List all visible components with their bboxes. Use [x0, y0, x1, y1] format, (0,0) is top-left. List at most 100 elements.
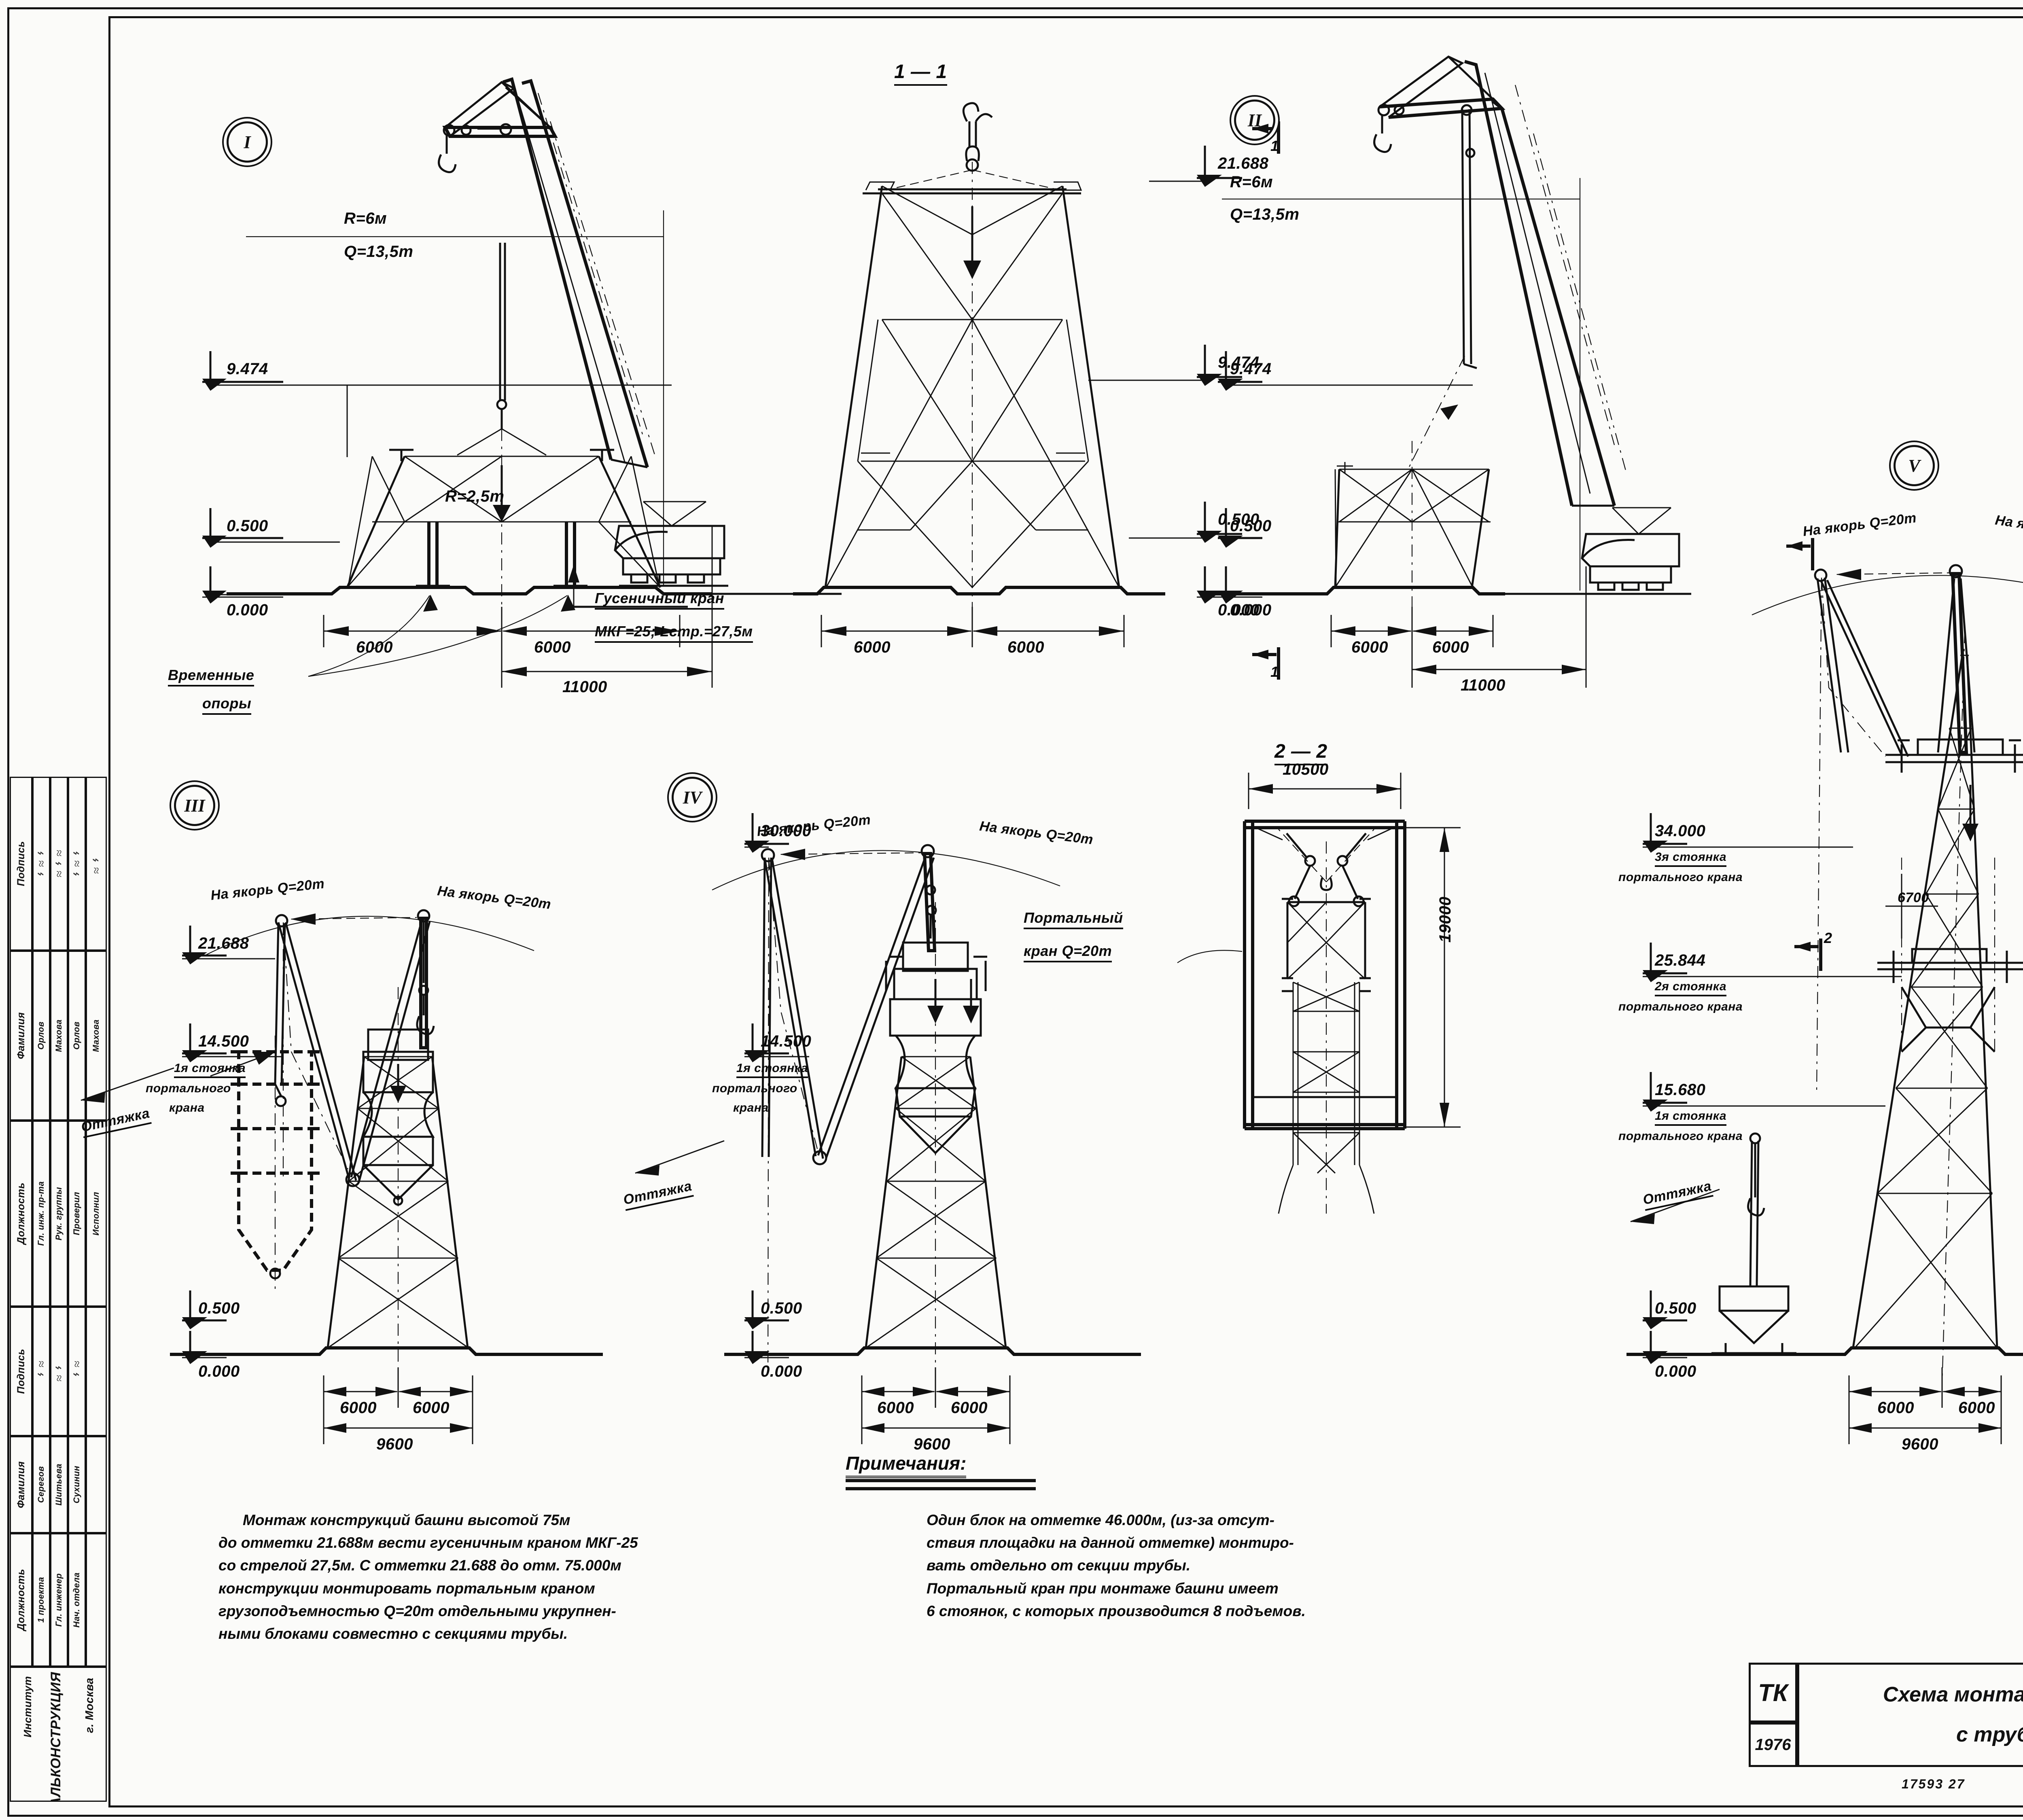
view-V-stand-3-line1: 3я стоянка — [1655, 850, 1727, 867]
view-V-stand-3-line2: портального крана — [1618, 871, 1743, 884]
stamp-signature-cell: ⌁≈⌁ — [32, 777, 50, 951]
stamp-header-chief-eng: Гл. инженер — [50, 1533, 68, 1667]
section-2-2-dim-width: 10500 — [1283, 761, 1329, 778]
stamp-name: Махова — [54, 1019, 64, 1052]
view-I-elev-0000: 0.000 — [227, 601, 268, 619]
stamp-role: Проверил — [72, 1192, 81, 1235]
sheet-frame-outer — [7, 7, 2023, 1817]
title-block-year: 1976 — [1749, 1723, 1797, 1767]
stamp-role-cell-1: Гл. инж. пр-та — [32, 1121, 50, 1307]
section-1-1-dim-6000a: 6000 — [854, 638, 891, 656]
view-IV-dim-6000a: 6000 — [877, 1399, 914, 1417]
stamp-signature-cell: ⌁≈ — [32, 1307, 50, 1436]
title-block-year-text: 1976 — [1755, 1736, 1791, 1754]
view-V-stand-1-line2: портального крана — [1618, 1129, 1743, 1143]
view-V-dim-6000b: 6000 — [1958, 1399, 1995, 1417]
stamp-label-signature-2: Подпись — [15, 1349, 27, 1394]
view-V-elev-0000: 0.000 — [1655, 1362, 1696, 1380]
view-III-dim-6000b: 6000 — [413, 1399, 450, 1417]
view-V-cut-mark: 2 — [1824, 930, 1832, 946]
view-V-elev-15680: 15.680 — [1655, 1081, 1706, 1099]
note-line: Монтаж конструкций башни высотой 75м — [243, 1512, 570, 1528]
view-II-elev-9474: 9.474 — [1230, 360, 1272, 378]
section-2-2-label-line2: кран Q=20т — [1024, 943, 1112, 962]
view-V-elev-34000: 34.000 — [1655, 822, 1706, 840]
left-stamp-column — [9, 18, 110, 1802]
stamp-role: Шитьева — [54, 1464, 64, 1506]
view-III-stand-1-line2: портального — [146, 1082, 231, 1095]
view-I-radius2: R=2,5т — [445, 487, 505, 505]
view-IV-stand-1-line2: портального — [712, 1082, 797, 1095]
view-IV-elev-0000: 0.000 — [761, 1362, 802, 1380]
signature-glyph: ≈⌁ — [89, 853, 103, 874]
view-marker-V: V — [1894, 445, 1935, 486]
stamp-label-post: Должность — [15, 1182, 27, 1245]
view-V-stand-1-line1: 1я стоянка — [1655, 1109, 1727, 1126]
note-line: со стрелой 27,5м. С отметки 21.688 до от… — [218, 1557, 621, 1574]
view-II-dim-11000: 11000 — [1461, 676, 1506, 694]
section-1-1-elev-9474: 9.474 — [1218, 354, 1260, 371]
section-2-2-dim-height: 19000 — [1436, 896, 1454, 943]
note-line: ными блоками совместно с секциями трубы. — [218, 1625, 568, 1642]
note-line: 6 стоянок, с которых производится 8 подъ… — [927, 1602, 1306, 1619]
view-I-load: Q=13,5т — [344, 243, 414, 261]
view-V-elev-25844: 25.844 — [1655, 951, 1706, 969]
stamp-name-cell-3: Орлов — [68, 951, 86, 1121]
stamp-header-signature: Подпись — [10, 777, 32, 951]
view-IV-elev-30000: 30.000 — [761, 822, 812, 840]
section-title-2-2: 2 — 2 — [1274, 740, 1327, 765]
view-I-elev-0500: 0.500 — [227, 517, 268, 535]
view-IV-dim-6000b: 6000 — [951, 1399, 988, 1417]
stamp-role: Рук. группы — [54, 1186, 64, 1241]
note-line: конструкции монтировать портальным крано… — [218, 1580, 595, 1597]
view-II-radius: R=6м — [1230, 173, 1273, 191]
view-I-temp-supports-line2: опоры — [202, 695, 252, 715]
notes-right-column: Один блок на отметке 46.000м, (из-за отс… — [927, 1509, 1306, 1623]
view-I-crane-line1: Гусеничный кран — [595, 590, 724, 610]
stamp-header-post-2: Должность — [10, 1533, 32, 1667]
view-III-stand-1-line1: 1я стоянка — [174, 1061, 246, 1078]
stamp-label-post-2: Должность — [15, 1569, 27, 1631]
title-block-title-line1: Схема монтажа башни высотой 75м — [1883, 1683, 2023, 1706]
section-title-1-1: 1 — 1 — [894, 61, 947, 86]
stamp-row2-empty — [86, 1436, 107, 1533]
stamp-header-post: Должность — [10, 1121, 32, 1307]
stamp-institute-line1: Институт — [21, 1676, 34, 1737]
stamp-institute-block: Институт ПРОМСТАЛЬКОНСТРУКЦИЯ г. Москва — [10, 1667, 107, 1802]
stamp-role: Гл. инж. пр-та — [36, 1181, 46, 1246]
view-V-elev-0500: 0.500 — [1655, 1299, 1696, 1317]
view-III-elev-0000: 0.000 — [198, 1362, 240, 1380]
note-line: до отметки 21.688м вести гусеничным кран… — [218, 1534, 638, 1551]
view-I-crane-line2: МКГ=25; Lстр.=27,5м — [595, 623, 753, 643]
stamp-signature-cell: ⌁≈ — [68, 1307, 86, 1436]
view-III-dim-6000a: 6000 — [340, 1399, 377, 1417]
stamp-signature-cell: ⌁≈⌁ — [68, 777, 86, 951]
view-V-dim-9600: 9600 — [1902, 1435, 1938, 1453]
stamp-role: Серегов — [36, 1466, 46, 1503]
section-1-1-elev-0000: 0.000 — [1218, 601, 1260, 619]
view-IV-stand-1-line3: крана — [733, 1101, 769, 1114]
stamp-label-surname-2: Фамилия — [15, 1461, 27, 1509]
stamp-name: Орлов — [72, 1021, 81, 1050]
stamp-name: Махова — [91, 1019, 101, 1052]
notes-left-column: Монтаж конструкций башни высотой 75м до … — [218, 1509, 638, 1645]
signature-glyph: ⌁≈⌁ — [34, 846, 48, 881]
stamp-role: Исполнил — [91, 1191, 101, 1236]
stamp-signature-cell: ≈⌁≈ — [50, 777, 68, 951]
stamp-header-surname-2: Фамилия — [10, 1436, 32, 1533]
sheet-bottom-code: 17593 27 — [1902, 1777, 1966, 1791]
stamp-header-empty — [86, 1533, 107, 1667]
stamp-header-surname: Фамилия — [10, 951, 32, 1121]
view-II-cut-mark-top: 1 — [1270, 138, 1279, 154]
stamp-row2-role-2: Шитьева — [50, 1436, 68, 1533]
view-II-dim-6000b: 6000 — [1432, 638, 1469, 656]
view-II-dim-6000a: 6000 — [1351, 638, 1388, 656]
title-block-title-line2: с трубами ф 2,0 и 3,6м. — [1956, 1723, 2023, 1746]
stamp-name-cell-4: Махова — [86, 951, 107, 1121]
stamp-signature-cell-empty — [86, 1307, 107, 1436]
stamp-institute-line3: г. Москва — [83, 1678, 95, 1733]
stamp-role-cell-4: Исполнил — [86, 1121, 107, 1307]
stamp-header-signature-2: Подпись — [10, 1307, 32, 1436]
title-block-name: Схема монтажа башни высотой 75м с трубам… — [1797, 1663, 2023, 1767]
